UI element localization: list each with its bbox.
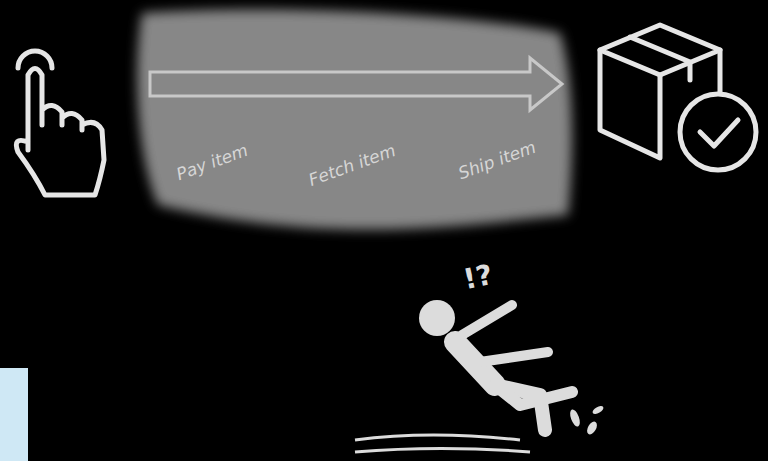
person-head xyxy=(419,300,455,336)
person-leg xyxy=(495,385,572,405)
splash-drop xyxy=(591,404,604,415)
person-arm xyxy=(480,352,548,362)
edge-panel xyxy=(0,368,28,461)
hand-outline xyxy=(16,69,104,196)
check-mark xyxy=(700,120,738,146)
exclamation-label: !? xyxy=(460,258,495,296)
splash-drop xyxy=(585,420,599,436)
touch-arc xyxy=(18,51,52,68)
box-right xyxy=(718,50,723,95)
hand-icon xyxy=(16,51,104,195)
band-shape xyxy=(128,5,580,245)
check-circle xyxy=(680,94,756,170)
splash-drop xyxy=(568,408,582,428)
flow-arrow xyxy=(150,58,562,110)
ground-lines xyxy=(355,435,530,452)
slip-icon xyxy=(355,300,605,452)
process-band: Pay itemFetch itemShip item xyxy=(128,5,580,245)
blurred-band xyxy=(137,9,572,229)
ground-line xyxy=(355,435,520,440)
box-left xyxy=(600,50,660,158)
box-tape xyxy=(630,37,690,80)
splash xyxy=(568,404,605,436)
person-arm xyxy=(462,305,512,335)
person-body xyxy=(455,305,572,430)
ground-line xyxy=(355,449,530,453)
box-icon xyxy=(600,25,756,170)
